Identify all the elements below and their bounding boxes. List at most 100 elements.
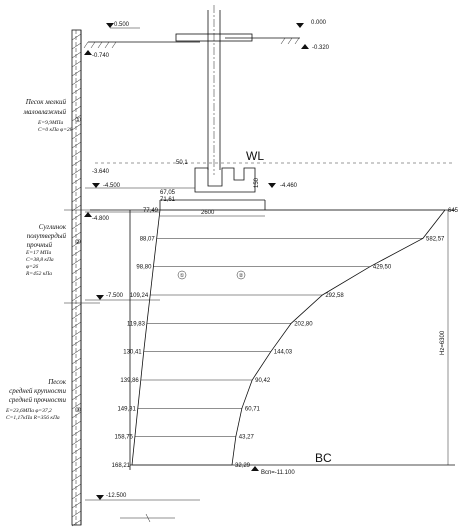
layer-1-prop-2: C=0 кПа φ=28 [38,127,73,133]
hatch-line [71,42,82,50]
level-triangle-top-right [296,23,304,28]
hatch-line [71,177,82,185]
layer-marker-3: ③ [75,406,81,414]
hatch-line [71,375,82,383]
hatch-line [71,384,82,392]
cap-dim-a: 50,1 [176,160,188,166]
self-weight-stress-label: 130,41 [123,350,142,356]
hatch-line [71,141,82,149]
hatch-line [71,510,82,518]
additional-stress-label: 292,58 [325,293,344,299]
layer-3-prop-1: E=23,6МПа φ=37,2 [5,408,52,414]
level-cap-right: -4.460 [280,183,298,189]
hatch-line [71,303,82,311]
additional-stress-label: 90,42 [255,378,271,384]
water-label: WL [246,149,264,163]
level-cap-bottom: -4.800 [92,216,110,222]
level-triangle-bottom [96,495,104,500]
foundation-cap [194,167,256,193]
layer-2-name-3: прочный [27,241,53,249]
self-weight-stress-label: 168,21 [112,463,131,469]
cap-height: 150 [254,177,260,188]
ground-hatch-left [83,41,117,49]
hatch-line [71,429,82,437]
hatch-line [71,105,82,113]
hatch-line [71,267,82,275]
hz-label: Hz=6300 [440,330,446,355]
hatch-line [71,393,82,401]
hatch-line [71,231,82,239]
layer-marker-1: ① [75,116,81,124]
hatch-line [71,276,82,284]
hatch-line [71,69,82,77]
level-top-left2: -0.740 [92,53,110,59]
self-weight-stress-label: 139,86 [120,378,139,384]
zone-marker-2: ② [239,273,244,279]
additional-stress-label: 202,80 [294,321,313,327]
break-mark [145,513,151,523]
additional-stress-label: 429,50 [373,265,392,271]
additional-stress-label: 43,27 [239,435,255,441]
level-triangle-mid [96,295,104,300]
level-top-right: 0.000 [311,20,327,26]
level-cap-top: -4.500 [103,183,121,189]
hatch-line [71,294,82,302]
self-weight-stress-label: 77,49 [143,208,159,214]
additional-stress-label: 32,29 [235,463,251,469]
hatch-line [71,420,82,428]
ground-hatch-right [280,37,300,45]
layer-3-name-1: Песок [47,378,67,386]
hatch-line [71,150,82,158]
layer-2-name-2: полутвердый [27,232,67,240]
level-bottom: -12.500 [106,493,127,499]
hatch-line [71,312,82,320]
level-mid: -7.500 [106,293,124,299]
layer-2-description: Суглинок полутвердый прочный E=17 МПа C=… [25,223,67,277]
stress-rows [132,209,445,466]
zone-marker-1: ① [180,273,185,279]
additional-stress-label: 144,03 [274,350,293,356]
hatch-line [71,222,82,230]
self-weight-stress-label: 109,24 [130,293,149,299]
hatch-line [71,438,82,446]
layer-3-description: Песок средней крупности средней прочност… [5,378,67,421]
layer-1-prop-1: E=9,9МПа [37,120,63,126]
layer-marker-2: ② [75,238,81,246]
additional-stress-label: 645,87 [448,208,458,214]
hatch-line [71,483,82,491]
hatch-line [71,186,82,194]
self-weight-stress-label: 88,07 [140,236,156,242]
self-weight-stress-label: 158,76 [115,435,134,441]
layer-3-prop-2: C=1,17кПа R=356 кПа [6,415,60,421]
hatch-line [71,285,82,293]
hatch-line [71,402,82,410]
level-wl-left: -3.640 [92,169,110,175]
hatch-line [71,348,82,356]
hatch-line [71,330,82,338]
hatch-line [71,321,82,329]
level-triangle-cap-top [92,183,100,188]
hatch-line [71,492,82,500]
additional-stress-label: 582,57 [426,236,445,242]
layer-2-prop-1: E=17 МПа [25,250,51,256]
hatch-line [71,474,82,482]
hatch-line [71,240,82,248]
layer-1-description: Песок мелкий маловлажный E=9,9МПа C=0 кП… [22,98,72,133]
hatch-line [71,519,82,527]
hatch-line [71,159,82,167]
zone-marker-circle-1 [177,270,187,280]
hatch-line [71,123,82,131]
hatch-line [71,213,82,221]
hatch-line [71,465,82,473]
self-weight-stress-label: 119,83 [127,321,146,327]
hatch-line [71,366,82,374]
layer-1-name-1: Песок мелкий [25,98,67,106]
hatch-line [71,51,82,59]
hatch-line [71,114,82,122]
zone-marker-circle-2 [236,270,246,280]
bc-level-triangle [251,466,259,471]
hatch-line [71,168,82,176]
self-weight-stress-labels: 77,4988,0798,80109,24119,83130,41139,861… [112,208,159,469]
hatch-line [71,33,82,41]
layer-2-prop-2: C=38,8 кПа [26,257,54,263]
